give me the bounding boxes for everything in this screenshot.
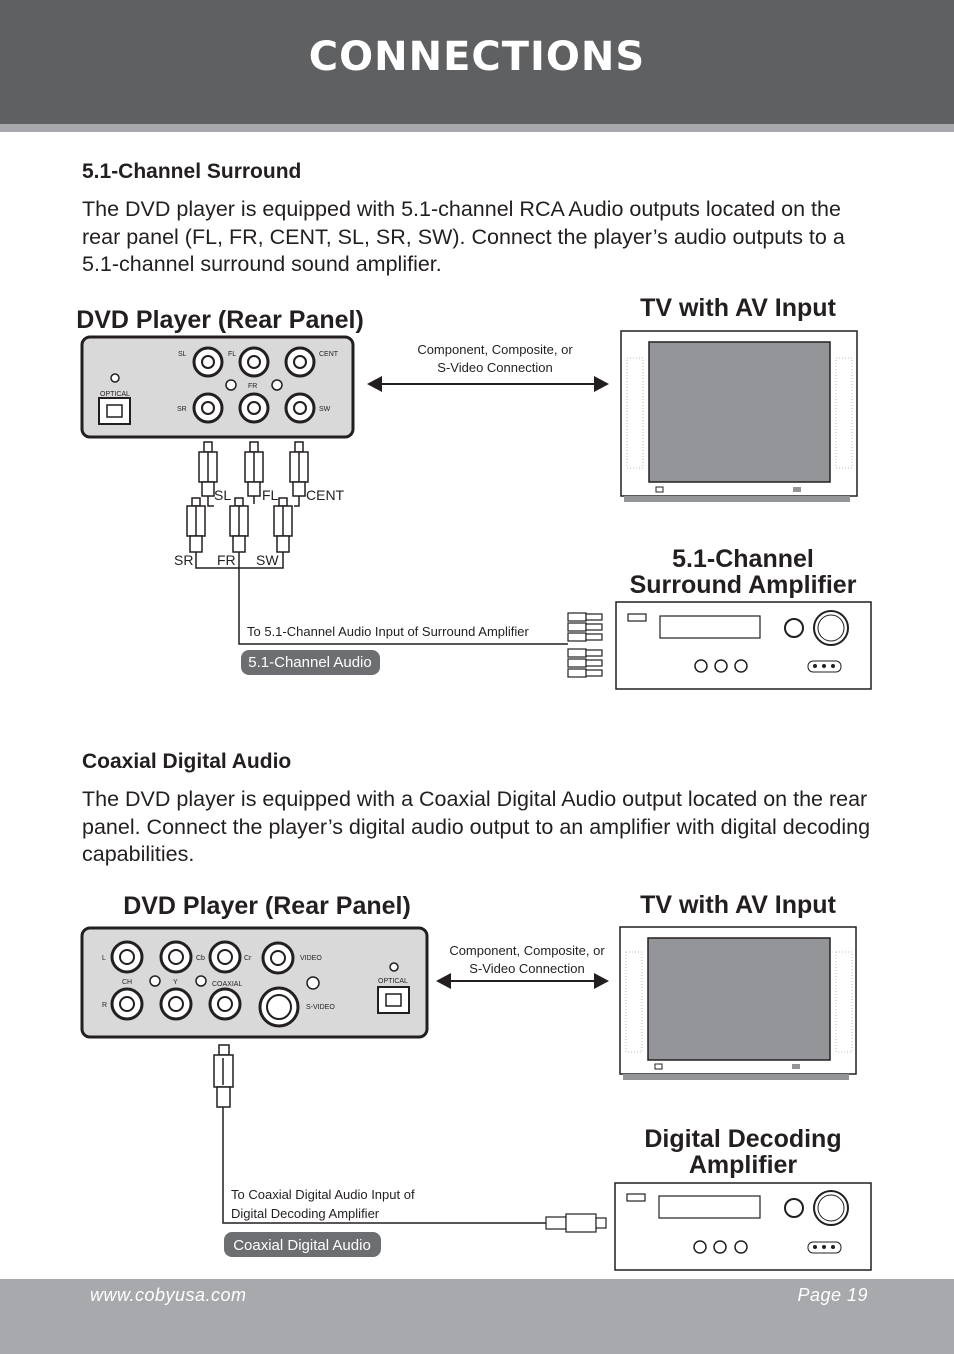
svg-text:SR: SR (177, 406, 187, 413)
page-title: CONNECTIONS (308, 34, 646, 80)
header-strip (0, 124, 954, 132)
cable-caption: To Coaxial Digital Audio Input of (231, 1187, 415, 1202)
svg-text:VIDEO: VIDEO (300, 955, 322, 962)
svg-text:CENT: CENT (319, 351, 339, 358)
page-footer (0, 1279, 954, 1354)
cable-pill (241, 650, 380, 675)
surround-amplifier-icon (615, 601, 872, 690)
svg-text:FR: FR (248, 383, 257, 390)
svg-text:Coaxial Digital Audio: Coaxial Digital Audio (233, 1237, 371, 1254)
svg-text:SR: SR (174, 552, 193, 568)
svg-text:COAXIAL: COAXIAL (212, 981, 242, 988)
coaxial-amp-connector (545, 1213, 607, 1233)
svg-text:S-VIDEO: S-VIDEO (306, 1004, 335, 1011)
video-link-caption: Component, Composite, or (417, 342, 573, 357)
svg-text:OPTICAL: OPTICAL (100, 391, 130, 398)
tv-icon (619, 926, 857, 1080)
page-header (0, 0, 954, 124)
cable-pill (224, 1232, 381, 1257)
footer-url[interactable]: www.cobyusa.com (90, 1285, 247, 1305)
svg-text:SL: SL (214, 487, 231, 503)
svg-text:Y: Y (173, 979, 178, 986)
amp-label: Amplifier (689, 1151, 798, 1179)
svg-text:L: L (102, 955, 106, 962)
digital-amplifier-icon (614, 1182, 872, 1271)
video-link-caption: Component, Composite, or (449, 943, 605, 958)
page-number: Page 19 (797, 1285, 868, 1305)
svg-text:SW: SW (256, 552, 279, 568)
tv-icon (620, 330, 858, 502)
section-body-surround: The DVD player is equipped with 5.1-chan… (82, 197, 845, 276)
amp-label: Digital Decoding (644, 1125, 841, 1153)
tv-label: TV with AV Input (640, 891, 836, 919)
section-body-coaxial: The DVD player is equipped with a Coaxia… (82, 787, 871, 866)
cable-caption: Digital Decoding Amplifier (231, 1206, 380, 1221)
section-heading-coaxial: Coaxial Digital Audio (82, 750, 292, 773)
svg-text:FR: FR (217, 552, 236, 568)
surround-diagram: DVD Player (Rear Panel) TV with AV Input… (76, 294, 872, 690)
svg-text:R: R (102, 1002, 107, 1009)
amp-label: Surround Amplifier (630, 571, 857, 599)
svg-text:SW: SW (319, 406, 331, 413)
dvd-rear-panel: OPTICAL SL FL CENT FR SR SW (80, 335, 355, 439)
video-link-caption: S-Video Connection (469, 961, 584, 976)
svg-text:CH: CH (122, 979, 132, 986)
dvd-rear-panel-label: DVD Player (Rear Panel) (76, 306, 364, 334)
svg-text:5.1-Channel Audio: 5.1-Channel Audio (248, 654, 371, 671)
svg-text:CENT: CENT (306, 487, 345, 503)
svg-text:OPTICAL: OPTICAL (378, 978, 408, 985)
cable-caption: To 5.1-Channel Audio Input of Surround A… (247, 624, 530, 639)
tv-label: TV with AV Input (640, 294, 836, 322)
svg-text:FL: FL (262, 487, 279, 503)
dvd-rear-panel-label: DVD Player (Rear Panel) (123, 892, 411, 920)
dvd-rear-panel: L R CH Y Cb Cr COAXIAL VIDEO S-VIDEO OPT… (80, 926, 429, 1039)
rca-plug-group (186, 441, 309, 553)
svg-text:Cr: Cr (244, 955, 252, 962)
svg-text:Cb: Cb (196, 955, 205, 962)
amp-label: 5.1-Channel (672, 545, 814, 573)
svg-text:FL: FL (228, 351, 236, 358)
svg-text:SL: SL (178, 351, 187, 358)
coaxial-diagram: DVD Player (Rear Panel) TV with AV Input… (80, 891, 872, 1271)
video-link-arrow (436, 973, 609, 989)
video-link-caption: S-Video Connection (437, 360, 552, 375)
amp-connector-stack (567, 612, 603, 678)
section-heading-surround: 5.1-Channel Surround (82, 160, 302, 183)
video-link-arrow (367, 376, 609, 392)
